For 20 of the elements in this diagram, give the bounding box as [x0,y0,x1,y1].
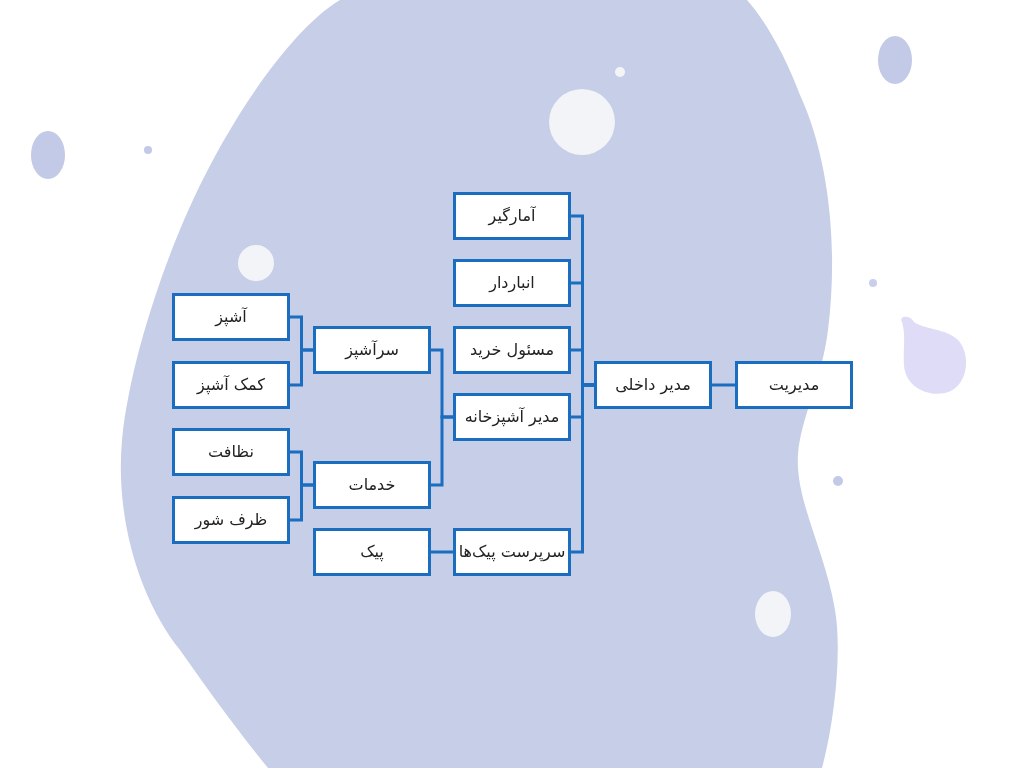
role-box: سرپرست پیک‌ها [453,528,571,576]
connector-line [431,415,453,487]
role-box: آمارگیر [453,192,571,240]
role-box: مدیر آشپزخانه [453,393,571,441]
role-box: مدیر داخلی [594,361,712,409]
role-box: نظافت [172,428,290,476]
role-box: مدیریت [735,361,853,409]
connector-line [571,383,594,554]
role-box: ظرف شور [172,496,290,544]
connector-line [290,348,313,387]
role-box: انباردار [453,259,571,307]
connector-line [712,383,735,387]
role-box: کمک آشپز [172,361,290,409]
role-box: پیک [313,528,431,576]
role-box: آشپز [172,293,290,341]
role-box: خدمات [313,461,431,509]
role-box: مسئول خرید [453,326,571,374]
connector-line [290,483,313,522]
connector-line [431,550,453,554]
role-box: سرآشپز [313,326,431,374]
